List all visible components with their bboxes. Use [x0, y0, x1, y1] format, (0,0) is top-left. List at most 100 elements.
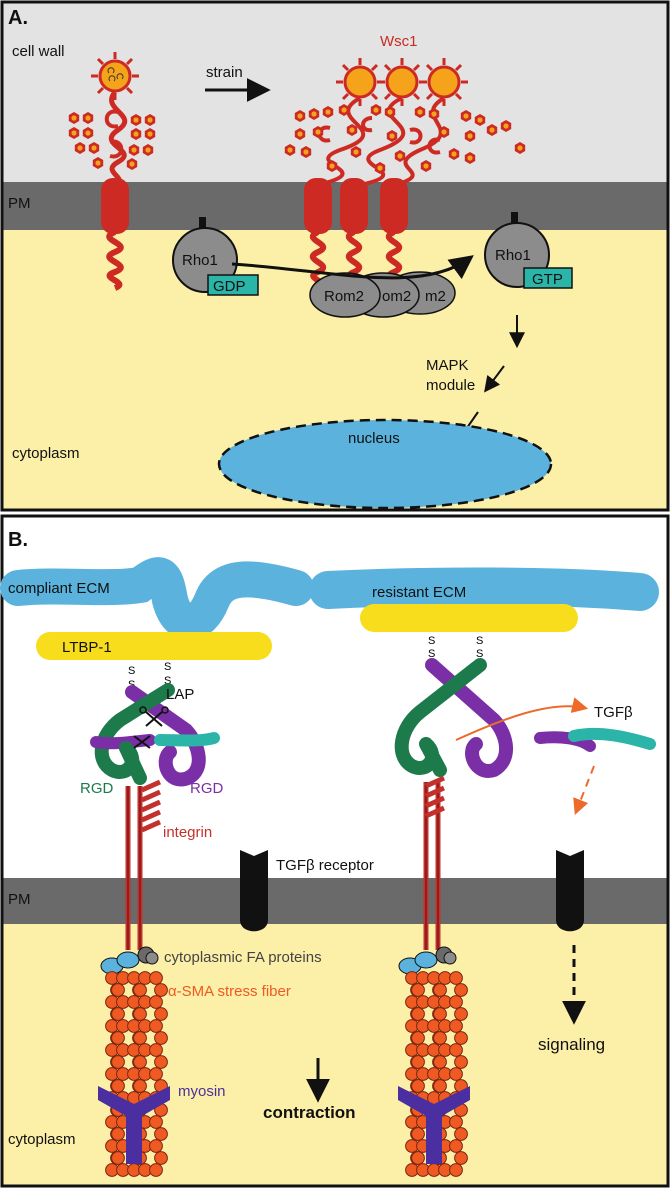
- actin-monomer: [433, 983, 447, 997]
- actin-monomer: [411, 1031, 425, 1045]
- actin-monomer: [411, 1151, 425, 1165]
- actin-monomer: [154, 1031, 168, 1045]
- integrin-resistant: [423, 775, 446, 950]
- actin-monomer: [449, 1067, 463, 1081]
- actin-monomer: [111, 1007, 125, 1021]
- rho1-activation-arrow: [231, 255, 474, 280]
- actin-monomer: [411, 1127, 425, 1141]
- actin-monomer: [449, 1115, 463, 1129]
- disulfide-s-4: S: [164, 675, 171, 687]
- actin-monomer: [149, 1043, 163, 1057]
- rgd-label-purple: RGD: [190, 780, 224, 797]
- nucleus: [217, 418, 553, 510]
- actin-monomer: [154, 1007, 168, 1021]
- actin-monomer: [411, 983, 425, 997]
- actin-monomer: [149, 1115, 163, 1129]
- nucleus-label: nucleus: [348, 430, 400, 447]
- actin-monomer: [433, 1007, 447, 1021]
- actin-monomer: [454, 1055, 468, 1069]
- integrin-compliant: integrin: [125, 779, 212, 950]
- pm-label-b: PM: [8, 891, 31, 908]
- actin-monomer: [433, 1031, 447, 1045]
- cytoplasm-label-a: cytoplasm: [12, 445, 80, 462]
- compliant-ecm-label: compliant ECM: [8, 580, 110, 597]
- resistant-ecm-label: resistant ECM: [372, 584, 466, 601]
- actin-monomer: [111, 1055, 125, 1069]
- mapk-label-line1: MAPK: [426, 357, 469, 374]
- rom2-label-a: Rom2: [324, 288, 364, 305]
- mapk-label-line2: module: [426, 377, 475, 394]
- tgfb-receptor-right: [556, 850, 584, 932]
- rom2-label-c: m2: [425, 288, 446, 305]
- disulfide-s-3: S: [164, 661, 171, 673]
- panel-b-border: [0, 514, 670, 1188]
- tgfb-receptor-label: TGFβ receptor: [276, 857, 374, 874]
- actin-monomer: [149, 1139, 163, 1153]
- wsc1-label: Wsc1: [380, 33, 418, 50]
- wsc1-sensor-cluster: [284, 58, 526, 291]
- rho1-gdp: Rho1 GDP: [172, 217, 259, 296]
- disulfide-s-5: S: [428, 635, 435, 647]
- actin-monomer: [454, 1031, 468, 1045]
- fa-proteins-label: cytoplasmic FA proteins: [164, 949, 322, 966]
- actin-monomer: [449, 1163, 463, 1177]
- panel-a: A. cell wall PM cytoplasm strain Wsc1: [0, 0, 670, 512]
- actin-monomer: [454, 1127, 468, 1141]
- resistant-ecm: [309, 567, 659, 611]
- fa-proteins-right: [398, 946, 457, 975]
- ltbp1-label: LTBP-1: [62, 639, 112, 656]
- actin-monomer: [411, 1007, 425, 1021]
- actin-monomer: [133, 1079, 147, 1093]
- actin-monomer: [411, 1055, 425, 1069]
- compliant-ecm: [0, 557, 314, 641]
- panel-a-border: [0, 0, 670, 512]
- myosin-label: myosin: [178, 1083, 226, 1100]
- rom2-cluster: Rom2 om2 m2: [309, 271, 456, 318]
- rho1-label-right: Rho1: [495, 247, 531, 264]
- actin-monomer: [454, 983, 468, 997]
- cell-wall-label: cell wall: [12, 43, 65, 60]
- actin-monomer: [133, 983, 147, 997]
- actin-monomer: [133, 1031, 147, 1045]
- actin-monomer: [449, 1043, 463, 1057]
- disulfide-s-8: S: [476, 648, 483, 660]
- actin-monomer: [154, 983, 168, 997]
- disulfide-s-6: S: [428, 648, 435, 660]
- actin-monomer: [433, 1055, 447, 1069]
- strain-label: strain: [206, 64, 243, 81]
- actin-monomer: [111, 1151, 125, 1165]
- cell-wall-region: [2, 2, 668, 182]
- myosin-left: [98, 1086, 170, 1164]
- actin-monomer: [449, 995, 463, 1009]
- disulfide-s-1: S: [128, 665, 135, 677]
- ltbp1-left: [36, 632, 272, 660]
- actin-monomer: [449, 1019, 463, 1033]
- actin-monomer: [154, 1151, 168, 1165]
- tgfb-release-arrow: [455, 697, 589, 741]
- mapk-arrow-1: [484, 365, 505, 393]
- tgfb-label: TGFβ: [594, 704, 633, 721]
- panel-b-title: B.: [8, 529, 28, 551]
- actin-monomer: [149, 1163, 163, 1177]
- contraction-label: contraction: [263, 1103, 356, 1122]
- rho1-gtp: Rho1 GTP: [484, 212, 573, 289]
- actin-monomer: [111, 1127, 125, 1141]
- panel-b: B. PM cytoplasm compliant ECM LTBP-1 res…: [0, 514, 670, 1188]
- cytoplasm-label-b: cytoplasm: [8, 1131, 76, 1148]
- gtp-label: GTP: [532, 271, 563, 288]
- actin-monomer: [411, 1079, 425, 1093]
- actin-monomer: [154, 1127, 168, 1141]
- pm-label-a: PM: [8, 195, 31, 212]
- panel-a-title: A.: [8, 7, 28, 29]
- actin-monomer: [449, 971, 463, 985]
- actin-monomer: [454, 1007, 468, 1021]
- lap-complex-resistant: S S S S: [394, 635, 514, 778]
- actin-monomer: [111, 1079, 125, 1093]
- actin-monomer: [449, 1139, 463, 1153]
- actin-monomer: [149, 995, 163, 1009]
- disulfide-s-7: S: [476, 635, 483, 647]
- active-tgfb: [568, 727, 656, 750]
- fa-proteins-left: [100, 946, 159, 975]
- myosin-right: [398, 1086, 470, 1164]
